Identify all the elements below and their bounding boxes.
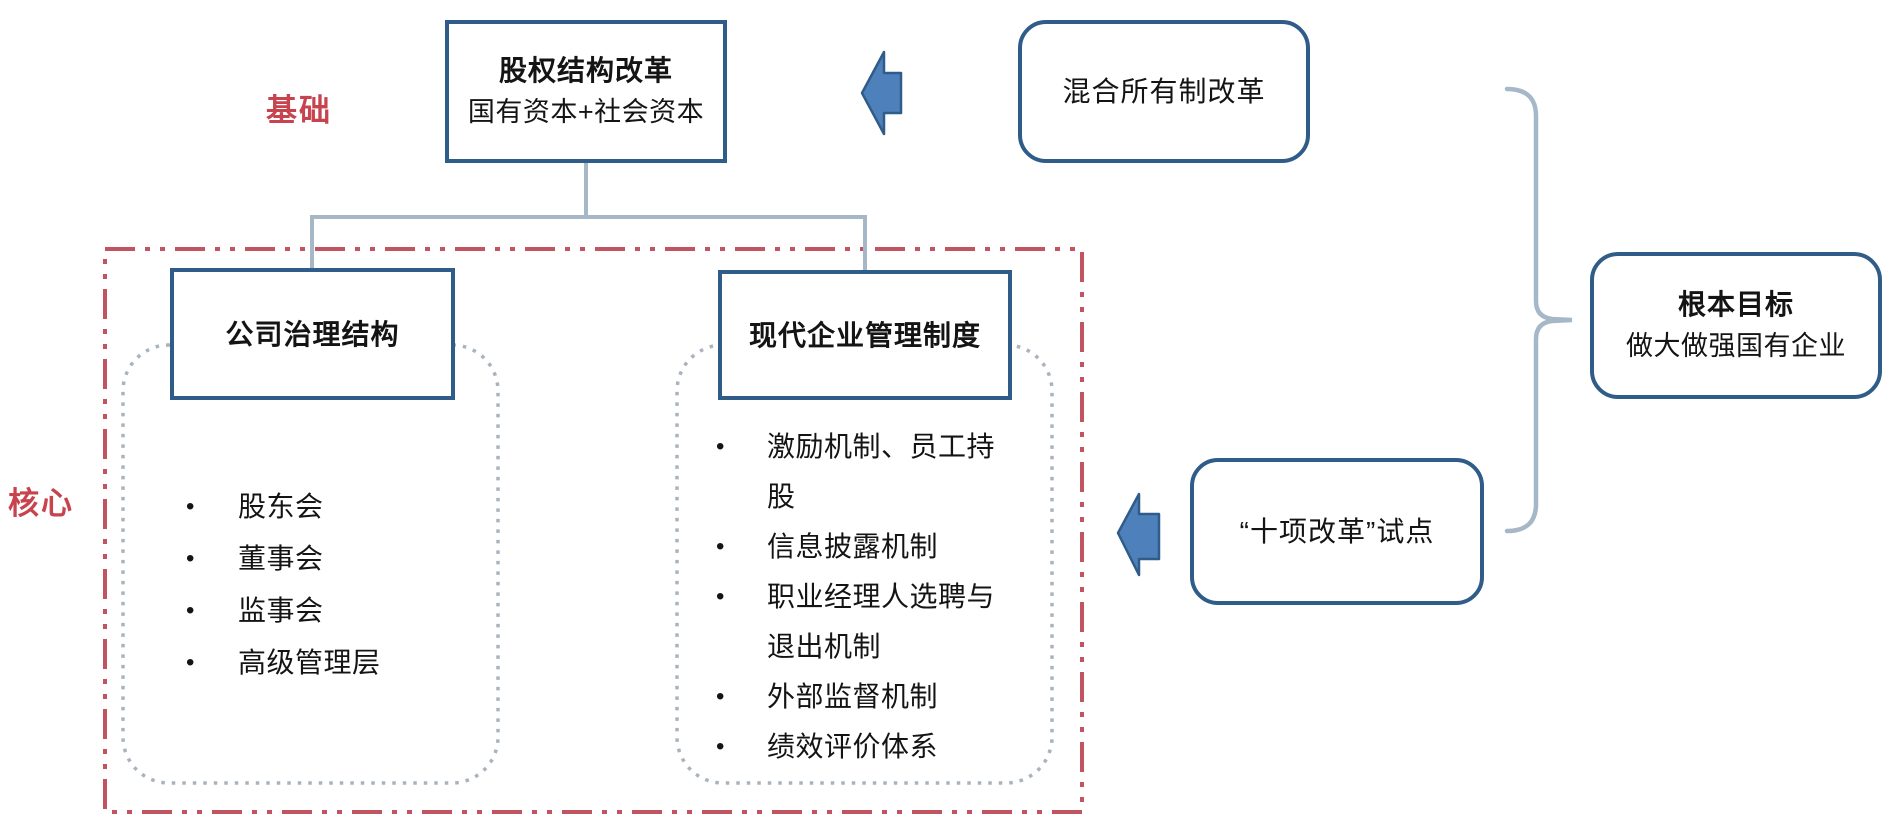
list-item: • 外部监督机制 (716, 672, 1007, 722)
mixed-ownership-reform-box: 混合所有制改革 (1018, 20, 1310, 163)
foundation-label: 基础 (266, 93, 332, 128)
left-arrow-icon-bottom (1116, 492, 1161, 577)
bullet-icon: • (186, 649, 195, 676)
bullet-icon: • (186, 597, 195, 624)
bullet-icon: • (716, 533, 725, 560)
list-item: • 激励机制、员工持股 (716, 422, 1007, 522)
list-item: • 绩效评价体系 (716, 722, 1007, 772)
governance-bullet-list: • 股东会 • 董事会 • 监事会 • 高级管理层 (186, 481, 381, 689)
pilot-box-label: “十项改革”试点 (1239, 516, 1435, 547)
list-item: • 股东会 (186, 481, 381, 533)
management-bullet-list: • 激励机制、员工持股 • 信息披露机制 • 职业经理人选聘与退出机制 • 外部… (716, 422, 1007, 772)
list-item: • 监事会 (186, 585, 381, 637)
list-item: • 信息披露机制 (716, 522, 1007, 572)
goal-box-title: 根本目标 (1677, 289, 1794, 321)
core-label: 核心 (8, 486, 74, 521)
ten-reforms-pilot-box: “十项改革”试点 (1190, 458, 1484, 605)
modern-management-box: 现代企业管理制度 (718, 270, 1012, 400)
list-item: • 董事会 (186, 533, 381, 585)
governance-dotted-group (121, 343, 500, 785)
equity-box-title: 股权结构改革 (498, 55, 673, 87)
brace-icon (1504, 86, 1573, 534)
bullet-icon: • (186, 545, 195, 572)
goal-box-subtitle: 做大做强国有企业 (1626, 331, 1846, 362)
fundamental-goal-box: 根本目标 做大做强国有企业 (1590, 252, 1882, 399)
bullet-icon: • (716, 733, 725, 760)
corporate-governance-box: 公司治理结构 (170, 268, 455, 400)
equity-structure-reform-box: 股权结构改革 国有资本+社会资本 (445, 20, 727, 163)
connector-tree (310, 163, 867, 272)
list-item: • 职业经理人选聘与退出机制 (716, 572, 1007, 672)
left-arrow-icon-top (860, 50, 903, 136)
bullet-icon: • (186, 493, 195, 520)
bullet-icon: • (716, 433, 725, 460)
bullet-icon: • (716, 583, 725, 610)
list-item: • 高级管理层 (186, 637, 381, 689)
management-box-title: 现代企业管理制度 (748, 319, 981, 351)
governance-box-title: 公司治理结构 (225, 318, 400, 350)
mixed-box-label: 混合所有制改革 (1062, 76, 1266, 107)
bullet-icon: • (716, 683, 725, 710)
management-dotted-group (675, 343, 1054, 785)
equity-box-subtitle: 国有资本+社会资本 (467, 97, 705, 128)
